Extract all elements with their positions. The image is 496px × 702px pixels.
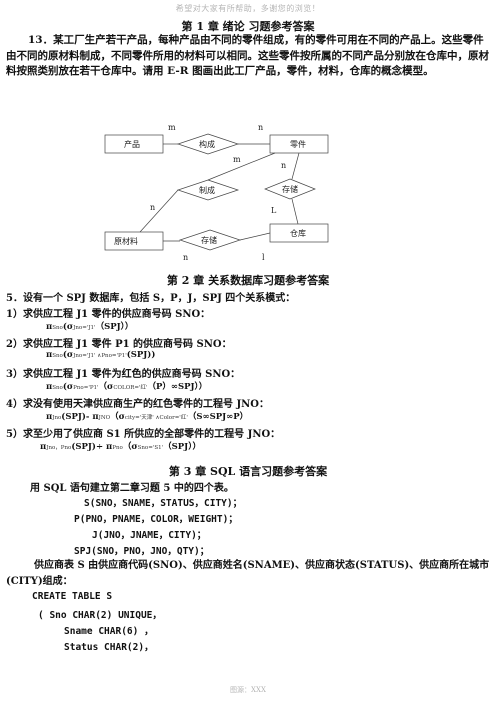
ch2-a2: πSno(σJno='J1' ∧Pno='P1'(SPJ)) [46, 350, 156, 360]
chapter-1-title: 第 1 章 绪论 习题参考答案 [181, 20, 315, 33]
ch3-table-j: J(JNO，JNAME，CITY)； [92, 530, 207, 541]
entity-material-label: 原材料 [114, 236, 138, 246]
ch2-q3: 3）求供应工程 J1 零件为红色的供应商号码 SNO： [6, 369, 241, 380]
sql-column-sname: Sname CHAR(6) ， [64, 626, 154, 637]
er-diagram: 产品 零件 原材料 仓库 构成 制成 存储 存储 m n m n n L n l [104, 123, 329, 262]
relation-store-2-label: 存储 [201, 235, 217, 245]
ch2-a1: πSno(σJno='J1'（SPJ）） [46, 322, 134, 332]
card-n2: n [281, 161, 286, 170]
entity-product-label: 产品 [124, 139, 140, 149]
ch2-a4: πJno(SPJ)- πJNO（σcity='天津' ∧Color='红'（S∞… [46, 412, 249, 422]
sql-column-sno: ( Sno CHAR(2) UNIQUE， [38, 610, 162, 621]
entity-warehouse-label: 仓库 [290, 228, 306, 238]
card-n4: n [183, 253, 188, 262]
ch2-q5: 5．设有一个 SPJ 数据库，包括 S，P，J，SPJ 四个关系模式： [6, 293, 296, 304]
ch2-q1: 1）求供应工程 J1 零件的供应商号码 SNO： [6, 309, 211, 320]
relation-store-1-label: 存储 [282, 184, 298, 194]
relation-compose-label: 构成 [199, 139, 215, 149]
relation-compose [176, 133, 240, 155]
card-m1: m [168, 123, 176, 132]
top-note: 希望对大家有所帮助，多谢您的浏览！ [175, 4, 321, 13]
ch2-a3: πSno(σPno='P1'（σCOLOR='红'（P）∞SPJ）） [46, 382, 208, 392]
relation-make [176, 179, 240, 201]
ch3-table-spj: SPJ(SNO，PNO，JNO，QTY)； [74, 546, 210, 557]
ch3-table-p: P(PNO，PNAME，COLOR，WEIGHT)； [74, 514, 238, 525]
ch3-description: 供应商表 S 由供应商代码(SNO)、供应商姓名(SNAME)、供应商状态(ST… [6, 560, 490, 587]
card-l2: l [262, 253, 265, 262]
relation-store-2 [178, 229, 242, 251]
relation-make-label: 制成 [199, 185, 215, 195]
sql-create-table: CREATE TABLE S [32, 591, 113, 602]
card-n1: n [258, 123, 263, 132]
ch2-q5b: 5）求至少用了供应商 S1 所供应的全部零件的工程号 JNO： [6, 429, 281, 440]
relation-store-1 [264, 178, 316, 200]
ch2-a5: πJno，Pno(SPJ)÷ πPno（σSno='S1'（SPJ）） [40, 442, 201, 452]
sql-column-status: Status CHAR(2)， [64, 642, 154, 653]
ch2-q4: 4）求没有使用天津供应商生产的红色零件的工程号 JNO： [6, 399, 270, 410]
ch3-intro: 用 SQL 语句建立第二章习题 5 中的四个表。 [30, 483, 234, 494]
card-m2: m [233, 155, 241, 164]
chapter-3-title: 第 3 章 SQL 语言习题参考答案 [168, 465, 328, 478]
card-L1: L [271, 206, 277, 215]
ch3-table-s: S(SNO，SNAME，STATUS，CITY)； [84, 498, 243, 509]
chapter-1-question: 13．某工厂生产若干产品，每种产品由不同的零件组成，有的零件可用在不同的产品上。… [6, 34, 489, 77]
entity-part-label: 零件 [290, 139, 306, 149]
card-n3: n [150, 203, 155, 212]
ch2-q2: 2）求供应工程 J1 零件 P1 的供应商号码 SNO： [6, 339, 232, 350]
footer-note: 图源：XXX [230, 686, 266, 694]
chapter-2-title: 第 2 章 关系数据库习题参考答案 [166, 274, 330, 287]
